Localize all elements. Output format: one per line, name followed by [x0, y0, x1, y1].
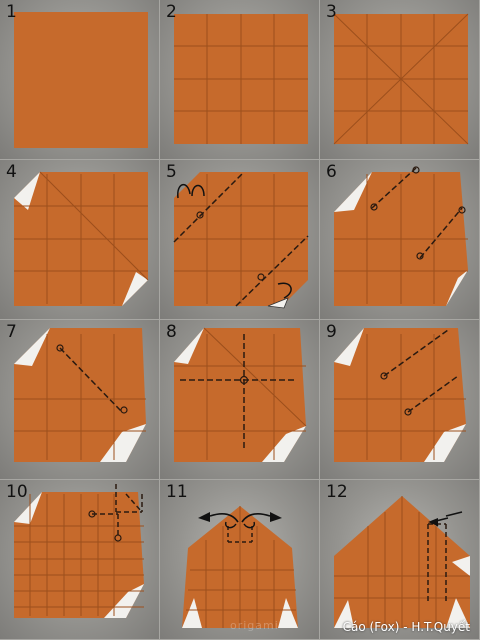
step-number: 4 — [6, 162, 17, 182]
step-6-panel: 6 — [320, 160, 480, 320]
step-4-diagram — [14, 171, 149, 306]
step-9-diagram — [334, 328, 466, 462]
credit-caption: Cáo (Fox) - H.T.Quyết — [342, 620, 470, 634]
step-5-panel: 5 — [160, 160, 320, 320]
step-7-diagram — [14, 328, 146, 462]
step-number: 1 — [6, 2, 17, 22]
step-9-panel: 9 — [320, 320, 480, 480]
step-number: 2 — [166, 2, 177, 22]
step-number: 9 — [326, 322, 337, 342]
step-11-panel: 11 — [160, 480, 320, 640]
step-12-diagram — [334, 496, 470, 628]
step-7-panel: 7 — [0, 320, 160, 480]
step-10-panel: 10 — [0, 480, 160, 640]
step-number: 5 — [166, 162, 177, 182]
step-2-panel: 2 — [160, 0, 320, 160]
step-2-diagram — [174, 14, 308, 144]
step-5-diagram — [173, 171, 309, 309]
step-10-diagram — [14, 484, 144, 618]
step-number: 6 — [326, 162, 337, 182]
step-3-diagram — [333, 13, 469, 145]
step-number: 12 — [326, 482, 348, 502]
step-6-diagram — [334, 166, 468, 306]
step-number: 11 — [166, 482, 188, 502]
step-number: 8 — [166, 322, 177, 342]
step-number: 10 — [6, 482, 28, 502]
step-4-panel: 4 — [0, 160, 160, 320]
step-number: 7 — [6, 322, 17, 342]
step-11-diagram — [182, 506, 298, 628]
watermark-text: origami — [230, 619, 279, 632]
step-1-diagram — [14, 12, 148, 148]
step-8-panel: 8 — [160, 320, 320, 480]
step-3-panel: 3 — [320, 0, 480, 160]
step-8-diagram — [174, 327, 307, 462]
step-number: 3 — [326, 2, 337, 22]
step-12-panel: 12 — [320, 480, 480, 640]
step-1-panel: 1 — [0, 0, 160, 160]
